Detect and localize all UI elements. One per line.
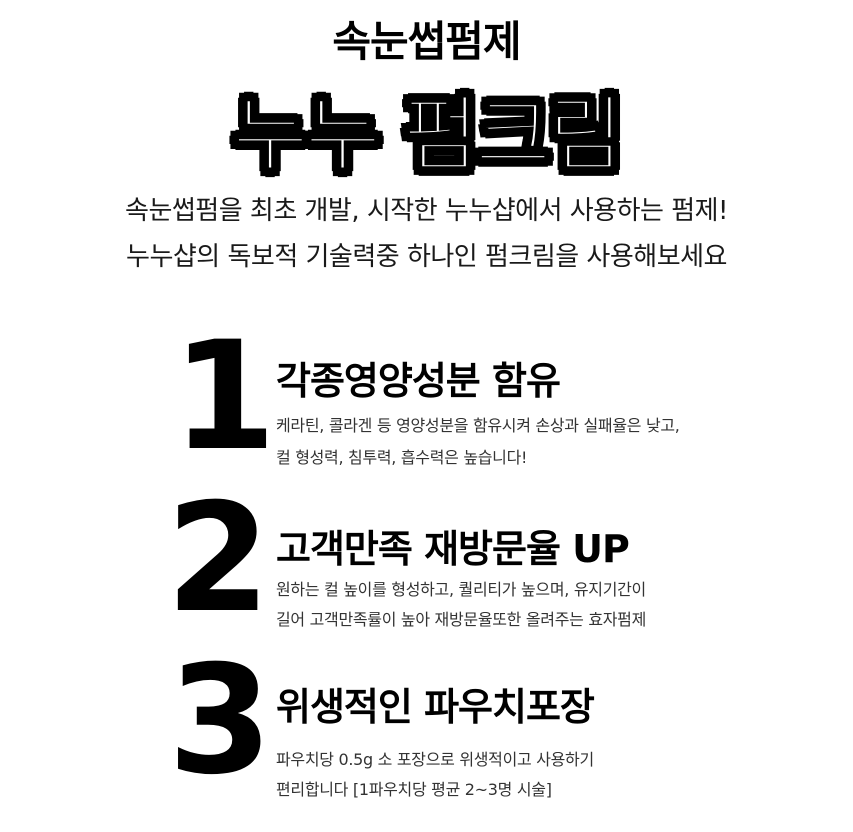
feature-number-2: 2 [166, 472, 271, 646]
product-name-text: 누누 펌크림 [232, 87, 625, 184]
intro-line-1: 속눈썹펌을 최초 개발, 시작한 누누샵에서 사용하는 펌제! [125, 196, 728, 226]
feature-desc-1-line-2: 컬 형성력, 침투력, 흡수력은 높습니다! [276, 448, 528, 467]
feature-title-2: 고객만족 재방문율 UP [276, 527, 630, 571]
feature-desc-3-line-1: 파우치당 0.5g 소 포장으로 위생적이고 사용하기 [276, 750, 594, 769]
product-name-headline: 누누 펌크림 [0, 68, 853, 187]
feature-item-3: 3 위생적인 파우치포장 파우치당 0.5g 소 포장으로 위생적이고 사용하기… [168, 646, 808, 804]
feature-number-1: 1 [172, 310, 277, 484]
feature-desc-3-line-2: 편리합니다 [1파우치당 평균 2~3명 시술] [276, 780, 552, 799]
feature-item-1: 1 각종영양성분 함유 케라틴, 콜라겐 등 영양성분을 함유시켜 손상과 실패… [168, 322, 808, 472]
intro-line-2: 누누샵의 독보적 기술력중 하나인 펌크림을 사용해보세요 [126, 242, 727, 272]
feature-title-3: 위생적인 파우치포장 [276, 685, 595, 729]
feature-desc-2-line-2: 길어 고객만족률이 높아 재방문율또한 올려주는 효자펌제 [276, 610, 647, 629]
feature-item-2: 2 고객만족 재방문율 UP 원하는 컬 높이를 형성하고, 퀄리티가 높으며,… [166, 484, 808, 638]
product-category-title: 속눈썹펌제 [332, 17, 521, 66]
feature-number-3: 3 [168, 634, 273, 808]
feature-desc-1-line-1: 케라틴, 콜라겐 등 영양성분을 함유시켜 손상과 실패율은 낮고, [276, 416, 680, 435]
feature-desc-2-line-1: 원하는 컬 높이를 형성하고, 퀄리티가 높으며, 유지기간이 [276, 580, 646, 599]
feature-title-1: 각종영양성분 함유 [276, 359, 561, 403]
